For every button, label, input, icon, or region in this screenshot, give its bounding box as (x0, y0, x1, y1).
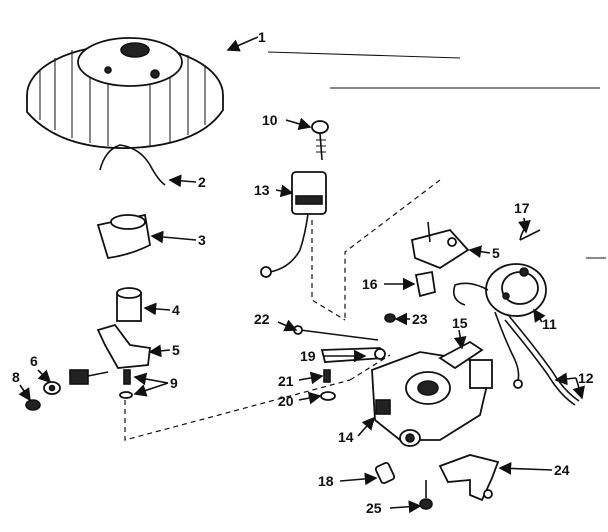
callout-14: 14 (338, 429, 354, 445)
callout-12: 12 (578, 370, 594, 386)
left-bracket-part (96, 323, 151, 369)
flywheel-part (26, 37, 224, 149)
breaker-rod-part (293, 325, 379, 341)
leader-lines (18, 36, 585, 514)
callout-25: 25 (366, 500, 382, 516)
header-rules (267, 51, 606, 259)
plug-18-part (374, 461, 396, 485)
callout-24: 24 (554, 462, 570, 478)
screw-washer-21-20-part (320, 369, 336, 401)
callout-13: 13 (254, 182, 270, 198)
screw-25-part (419, 480, 433, 510)
callout-15: 15 (452, 315, 468, 331)
callout-9: 9 (170, 375, 178, 391)
callout-6: 6 (30, 353, 38, 369)
nut-part (25, 399, 41, 411)
callout-23: 23 (412, 311, 428, 327)
callout-19: 19 (300, 348, 316, 364)
small-wire-part (519, 224, 541, 241)
callout-4: 4 (172, 302, 180, 318)
condenser-screw-part (311, 120, 329, 161)
callout-22: 22 (254, 311, 270, 327)
spring-clip-part (99, 144, 166, 186)
armature-housing-part (371, 340, 493, 447)
callout-2: 2 (198, 174, 206, 190)
mounting-plate-part (438, 454, 500, 502)
ignition-coil-part (452, 263, 547, 317)
stud-part (69, 369, 109, 385)
callout-3: 3 (198, 232, 206, 248)
assembly-guide-lines (124, 179, 441, 441)
plate-hole (483, 489, 493, 499)
bushing-part (116, 287, 142, 322)
callout-11: 11 (542, 316, 557, 332)
breaker-arm-part (320, 347, 386, 363)
callout-labels: 1 2 3 4 5 6 8 9 10 13 5 16 17 11 12 22 2… (12, 29, 594, 516)
callout-16: 16 (362, 276, 378, 292)
callout-10: 10 (262, 112, 278, 128)
lead-wires-part (494, 311, 580, 406)
callout-20: 20 (278, 393, 294, 409)
washer-part (43, 381, 61, 395)
callout-1: 1 (258, 29, 266, 45)
callout-18: 18 (318, 473, 334, 489)
screw-23-part (384, 313, 396, 323)
shield-part (96, 213, 151, 259)
callout-21: 21 (278, 373, 294, 389)
callout-8: 8 (12, 369, 20, 385)
clip-block-part (414, 270, 437, 298)
callout-5-right: 5 (492, 245, 500, 261)
callout-5-left: 5 (172, 342, 180, 358)
screw-washer-part (119, 369, 133, 399)
condenser-part (260, 171, 327, 278)
callout-17: 17 (514, 200, 530, 216)
right-bracket-part (410, 221, 470, 270)
